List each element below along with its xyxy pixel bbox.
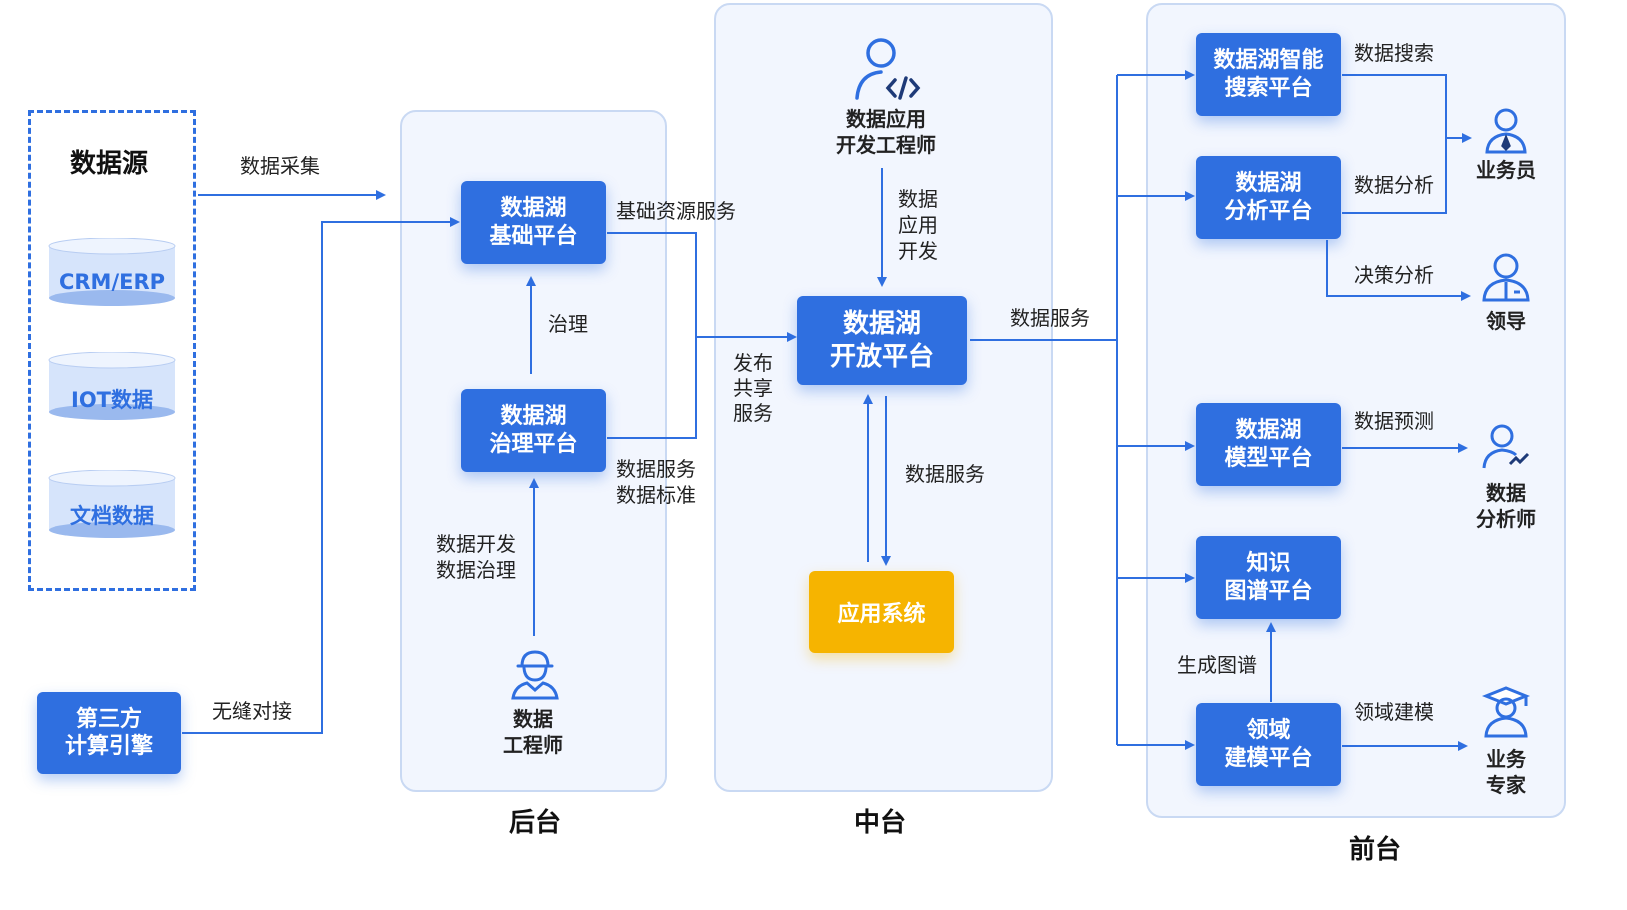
knowledge-graph-platform: 知识 图谱平台 xyxy=(1196,536,1341,619)
cylinder-label: IOT数据 xyxy=(71,388,153,412)
data-source-group xyxy=(28,110,196,591)
role-business: 业务员 xyxy=(1476,158,1536,182)
label-gen-graph: 生成图谱 xyxy=(1177,653,1257,677)
label-data-service-mid: 数据服务 xyxy=(905,462,985,486)
database-icon xyxy=(48,237,176,306)
expert-icon xyxy=(1481,686,1531,738)
cylinder-iot: IOT数据 xyxy=(47,351,177,422)
database-icon xyxy=(48,469,176,538)
lake-base-platform: 数据湖 基础平台 xyxy=(461,181,606,264)
data-source-title: 数据源 xyxy=(70,149,149,179)
section-back: 后台 xyxy=(509,808,562,838)
role-analyst: 数据 分析师 xyxy=(1476,481,1536,531)
label-seamless: 无缝对接 xyxy=(212,699,292,723)
cylinder-doc: 文档数据 xyxy=(47,469,177,540)
section-front: 前台 xyxy=(1349,835,1402,865)
cylinder-label: CRM/ERP xyxy=(58,270,166,294)
business-person-icon xyxy=(1485,108,1527,154)
database-icon xyxy=(48,351,176,420)
analyst-icon xyxy=(1482,424,1530,469)
label-dev-govern: 数据开发 数据治理 xyxy=(436,532,516,582)
middle-panel xyxy=(714,3,1053,792)
label-service-standard: 数据服务 数据标准 xyxy=(616,457,696,507)
label-analysis: 数据分析 xyxy=(1354,173,1434,197)
app-engineer-caption: 数据应用 开发工程师 xyxy=(836,107,936,157)
domain-modeling-platform: 领域 建模平台 xyxy=(1196,703,1341,786)
lake-analysis-platform: 数据湖 分析平台 xyxy=(1196,156,1341,239)
cylinder-crm: CRM/ERP xyxy=(47,237,177,308)
label-base-service: 基础资源服务 xyxy=(616,199,736,223)
label-app-dev: 数据 应用 开发 xyxy=(898,187,938,263)
label-govern: 治理 xyxy=(548,312,588,336)
developer-icon xyxy=(855,38,921,100)
engineer-icon xyxy=(511,650,559,700)
label-decision: 决策分析 xyxy=(1354,263,1434,287)
lake-model-platform: 数据湖 模型平台 xyxy=(1196,403,1341,486)
cylinder-label: 文档数据 xyxy=(70,504,154,528)
label-domain-model: 领域建模 xyxy=(1354,700,1434,724)
role-leader: 领导 xyxy=(1486,309,1526,333)
lake-search-platform: 数据湖智能 搜索平台 xyxy=(1196,33,1341,116)
lake-open-platform: 数据湖 开放平台 xyxy=(797,296,967,385)
application-system: 应用系统 xyxy=(809,571,954,653)
label-data-service-out: 数据服务 xyxy=(1010,306,1090,330)
label-search: 数据搜索 xyxy=(1354,41,1434,65)
role-expert: 业务 专家 xyxy=(1486,747,1526,797)
label-publish: 发布 共享 服务 xyxy=(733,351,773,425)
engineer-caption: 数据 工程师 xyxy=(503,707,563,757)
third-party-engine: 第三方 计算引擎 xyxy=(37,692,181,774)
leader-icon xyxy=(1482,253,1530,302)
label-predict: 数据预测 xyxy=(1354,409,1434,433)
label-collect: 数据采集 xyxy=(240,154,320,178)
lake-governance-platform: 数据湖 治理平台 xyxy=(461,389,606,472)
section-middle: 中台 xyxy=(854,808,907,838)
